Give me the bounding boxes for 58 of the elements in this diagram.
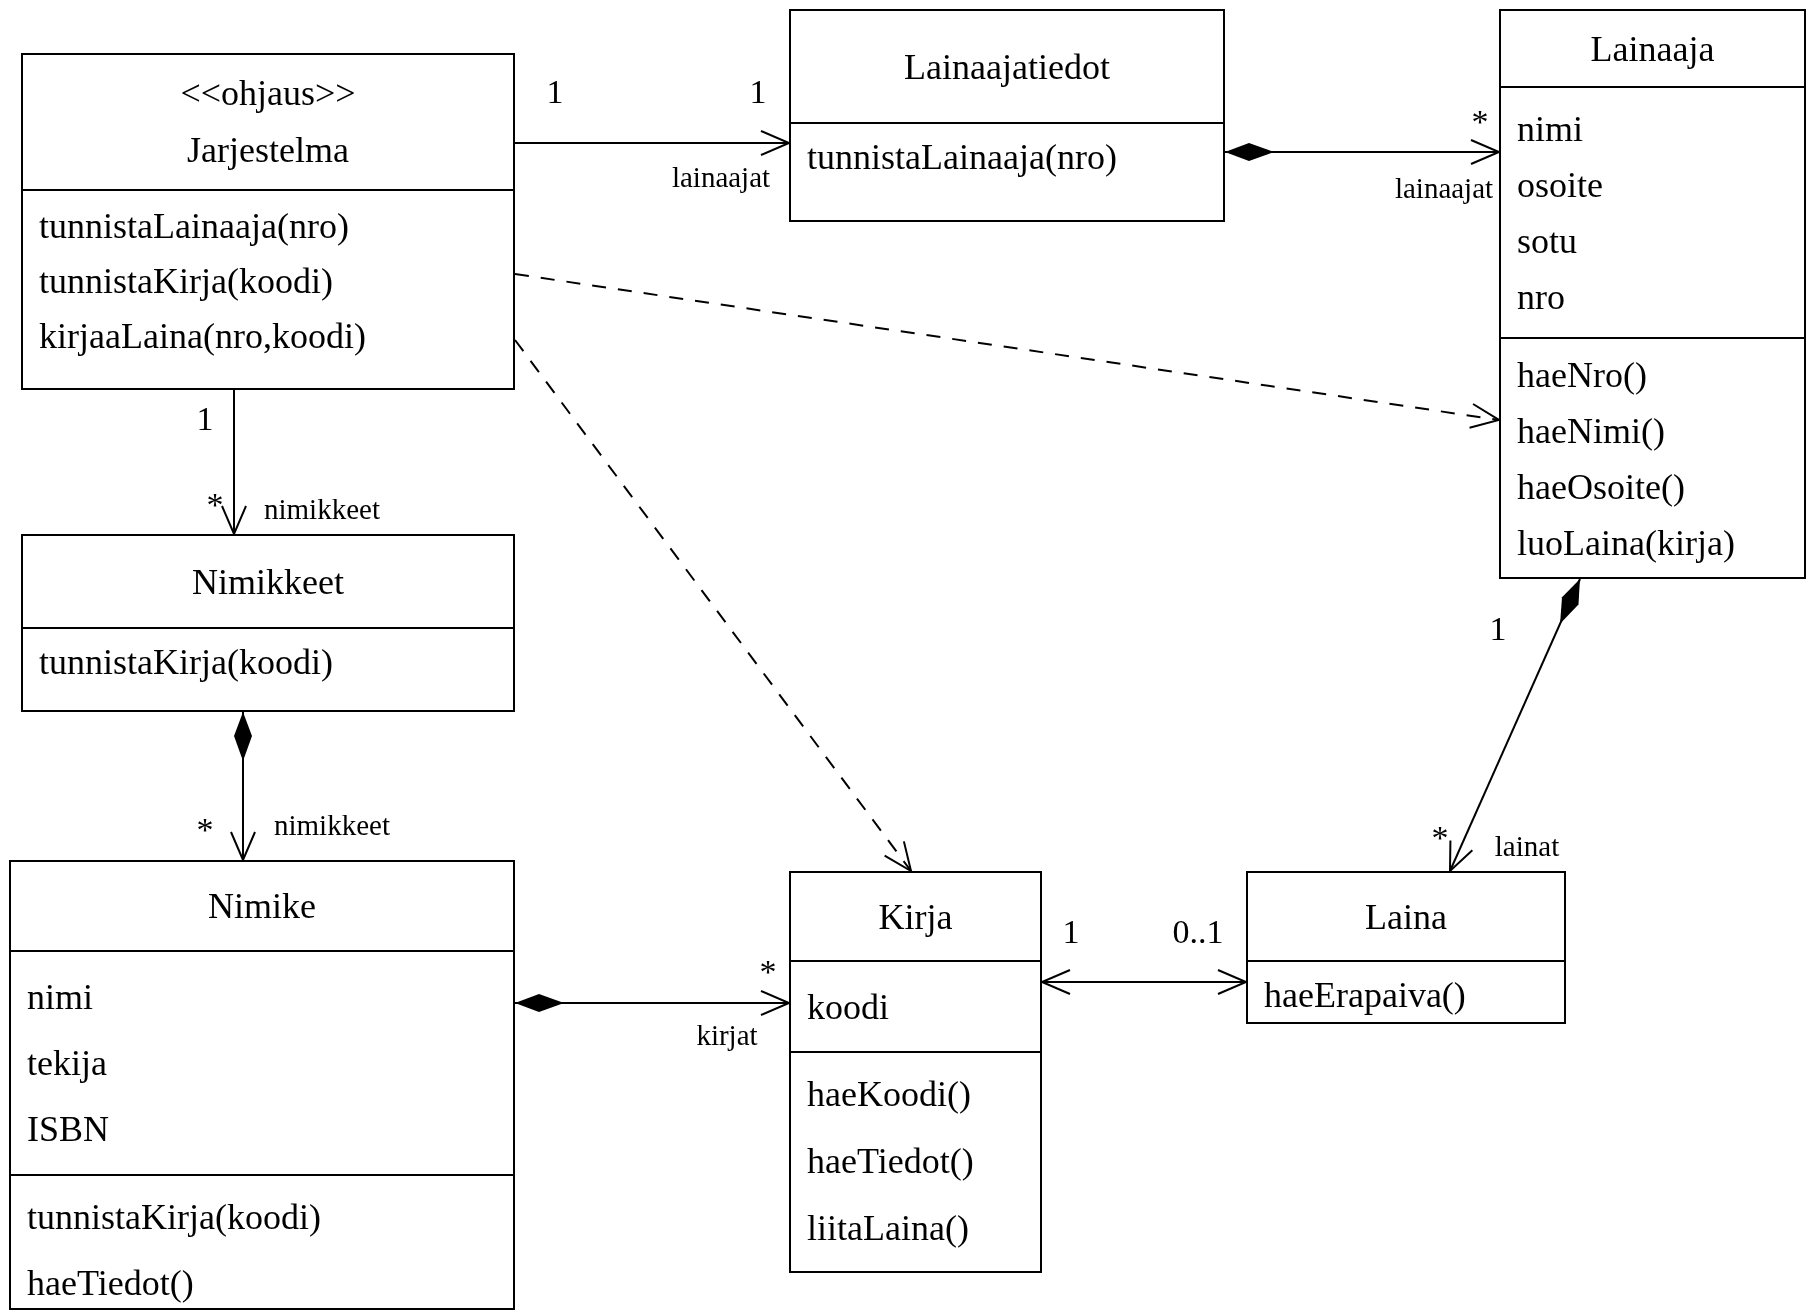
class-box [789, 9, 1225, 222]
association-arrow [221, 389, 247, 535]
class-box [789, 871, 1042, 1273]
method-text: haeTiedot() [27, 1262, 194, 1305]
method-text: tunnistaKirja(koodi) [27, 1196, 321, 1239]
attribute-text: ISBN [27, 1108, 110, 1151]
multiplicity-label: 1 [748, 74, 768, 110]
attribute-text: nimi [27, 976, 93, 1019]
class-name: Lainaaja [1590, 27, 1715, 71]
multiplicity-label: * [758, 954, 778, 990]
method-text: tunnistaKirja(koodi) [39, 260, 333, 303]
multiplicity-label: 1 [1061, 914, 1081, 950]
multiplicity-label: 1 [1488, 611, 1508, 647]
method-text: luoLaina(kirja) [1517, 522, 1735, 565]
class-box [21, 53, 515, 390]
method-text: kirjaaLaina(nro,koodi) [39, 315, 366, 358]
class-name: Kirja [878, 895, 953, 939]
method-text: liitaLaina() [807, 1207, 969, 1250]
multiplicity-label: * [1470, 104, 1490, 140]
dependency-arrow [514, 273, 1500, 429]
composition-arrow [514, 990, 790, 1016]
stereotype-text: <<ohjaus>> [180, 72, 356, 115]
method-text: haeTiedot() [807, 1140, 974, 1183]
association-arrow [514, 130, 790, 156]
class-box [1499, 9, 1806, 579]
class-box [1246, 871, 1566, 1024]
method-text: haeOsoite() [1517, 466, 1685, 509]
multiplicity-label: 0..1 [1171, 914, 1225, 950]
attribute-text: nro [1517, 275, 1565, 319]
attribute-text: nimi [1517, 107, 1583, 151]
class-name: Nimikkeet [192, 560, 344, 604]
multiplicity-label: 1 [195, 401, 215, 437]
method-text: tunnistaLainaaja(nro) [807, 136, 1117, 179]
method-text: tunnistaLainaaja(nro) [39, 205, 349, 248]
attribute-text: sotu [1517, 219, 1577, 263]
composition-arrow [230, 711, 256, 861]
multiplicity-label: 1 [545, 74, 565, 110]
multiplicity-label: * [1430, 820, 1450, 856]
attribute-text: tekija [27, 1042, 107, 1085]
class-name: Lainaajatiedot [904, 45, 1110, 89]
class-box [21, 534, 515, 712]
method-text: haeNimi() [1517, 410, 1665, 453]
attribute-text: osoite [1517, 163, 1603, 207]
method-text: tunnistaKirja(koodi) [39, 641, 333, 684]
method-text: haeErapaiva() [1264, 974, 1466, 1017]
multiplicity-label: * [195, 812, 215, 848]
class-box [9, 860, 515, 1310]
class-name: Nimike [208, 885, 316, 928]
dependency-arrow [514, 339, 912, 872]
composition-arrow [1224, 139, 1500, 165]
association-arrow [1041, 969, 1247, 995]
composition-arrow [1449, 578, 1581, 872]
attribute-text: koodi [807, 985, 889, 1029]
multiplicity-label: * [205, 487, 225, 523]
method-text: haeKoodi() [807, 1073, 971, 1116]
class-name: Laina [1365, 895, 1447, 939]
class-name: Jarjestelma [187, 129, 349, 172]
method-text: haeNro() [1517, 354, 1647, 397]
